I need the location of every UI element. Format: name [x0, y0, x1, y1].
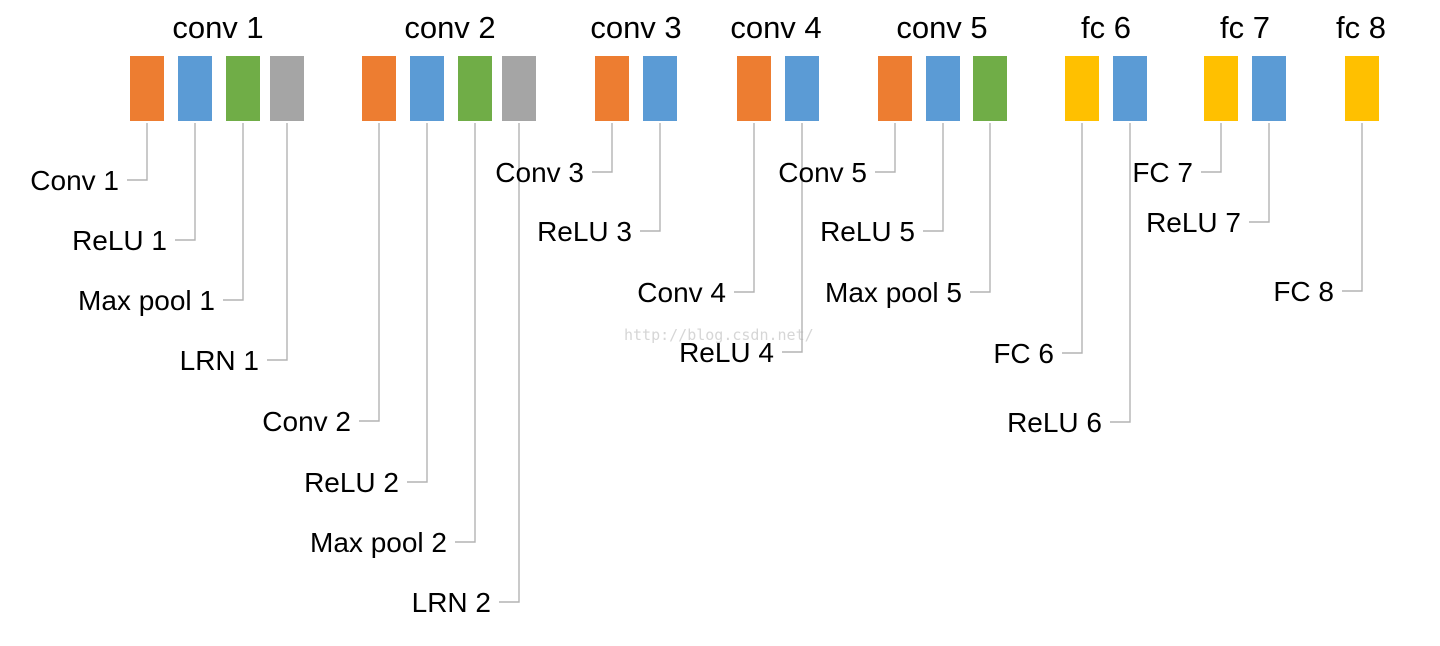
layer-label: Conv 5: [778, 157, 867, 188]
layer-block-maxpool: [226, 56, 260, 121]
leader-line: [223, 123, 244, 301]
layer-label: FC 8: [1273, 276, 1334, 307]
group-title: conv 1: [172, 10, 263, 45]
layer-label: ReLU 6: [1007, 407, 1102, 438]
layer-block-conv: [878, 56, 912, 121]
layer-block-conv: [595, 56, 629, 121]
layer-group: fc 7 FC 7 ReLU 7: [1132, 10, 1286, 238]
leader-line: [1249, 123, 1270, 223]
layer-label: FC 6: [993, 338, 1054, 369]
layer-block-relu: [1252, 56, 1286, 121]
layer-group: conv 1 Conv 1 ReLU 1 Max pool 1 LRN 1: [30, 10, 304, 376]
watermark: http://blog.csdn.net/: [624, 326, 814, 344]
layer-block-lrn: [502, 56, 536, 121]
layer-label: Max pool 5: [825, 277, 962, 308]
leader-line: [1062, 123, 1083, 354]
layer-block-relu: [643, 56, 677, 121]
group-title: conv 3: [590, 10, 681, 45]
layer-group: conv 4 Conv 4 ReLU 4: [637, 10, 821, 368]
leader-line: [499, 123, 520, 603]
leader-line: [782, 123, 803, 353]
layer-label: ReLU 7: [1146, 207, 1241, 238]
layer-label: Conv 4: [637, 277, 726, 308]
group-title: fc 6: [1081, 10, 1131, 45]
group-title: fc 8: [1336, 10, 1386, 45]
layer-label: Max pool 1: [78, 285, 215, 316]
leader-line: [640, 123, 661, 232]
leader-line: [592, 123, 613, 173]
layer-label: Conv 1: [30, 165, 119, 196]
leader-line: [455, 123, 476, 543]
layer-label: LRN 2: [412, 587, 491, 618]
leader-line: [1342, 123, 1363, 292]
layer-group: conv 2 Conv 2 ReLU 2 Max pool 2 LRN 2: [262, 10, 536, 618]
layer-block-fc: [1204, 56, 1238, 121]
layer-block-conv: [737, 56, 771, 121]
leader-line: [359, 123, 380, 422]
group-title: conv 5: [896, 10, 987, 45]
layer-group: fc 8 FC 8: [1273, 10, 1386, 307]
layer-group: conv 3 Conv 3 ReLU 3: [495, 10, 681, 247]
layer-block-relu: [178, 56, 212, 121]
layer-block-relu: [785, 56, 819, 121]
layer-label: Conv 2: [262, 406, 351, 437]
layer-block-lrn: [270, 56, 304, 121]
layer-label: ReLU 2: [304, 467, 399, 498]
layer-label: ReLU 3: [537, 216, 632, 247]
leader-line: [1201, 123, 1222, 173]
group-title: conv 2: [404, 10, 495, 45]
leader-line: [734, 123, 755, 293]
leader-line: [1110, 123, 1131, 423]
layer-label: ReLU 4: [679, 337, 774, 368]
leader-line: [970, 123, 991, 293]
layer-label: LRN 1: [180, 345, 259, 376]
layer-block-relu: [1113, 56, 1147, 121]
layer-block-conv: [362, 56, 396, 121]
layer-label: FC 7: [1132, 157, 1193, 188]
layer-label: Max pool 2: [310, 527, 447, 558]
layer-block-conv: [130, 56, 164, 121]
layer-label: Conv 3: [495, 157, 584, 188]
layer-group: conv 5 Conv 5 ReLU 5 Max pool 5: [778, 10, 1007, 308]
leader-line: [923, 123, 944, 232]
layer-block-relu: [410, 56, 444, 121]
leader-line: [407, 123, 428, 483]
leader-line: [875, 123, 896, 173]
layer-label: ReLU 1: [72, 225, 167, 256]
layer-group: fc 6 FC 6 ReLU 6: [993, 10, 1147, 438]
leader-line: [267, 123, 288, 361]
leader-line: [127, 123, 148, 181]
layer-label: ReLU 5: [820, 216, 915, 247]
layer-block-relu: [926, 56, 960, 121]
group-title: fc 7: [1220, 10, 1270, 45]
group-title: conv 4: [730, 10, 821, 45]
layer-block-maxpool: [458, 56, 492, 121]
layer-block-fc: [1345, 56, 1379, 121]
layer-block-fc: [1065, 56, 1099, 121]
leader-line: [175, 123, 196, 241]
layer-block-maxpool: [973, 56, 1007, 121]
